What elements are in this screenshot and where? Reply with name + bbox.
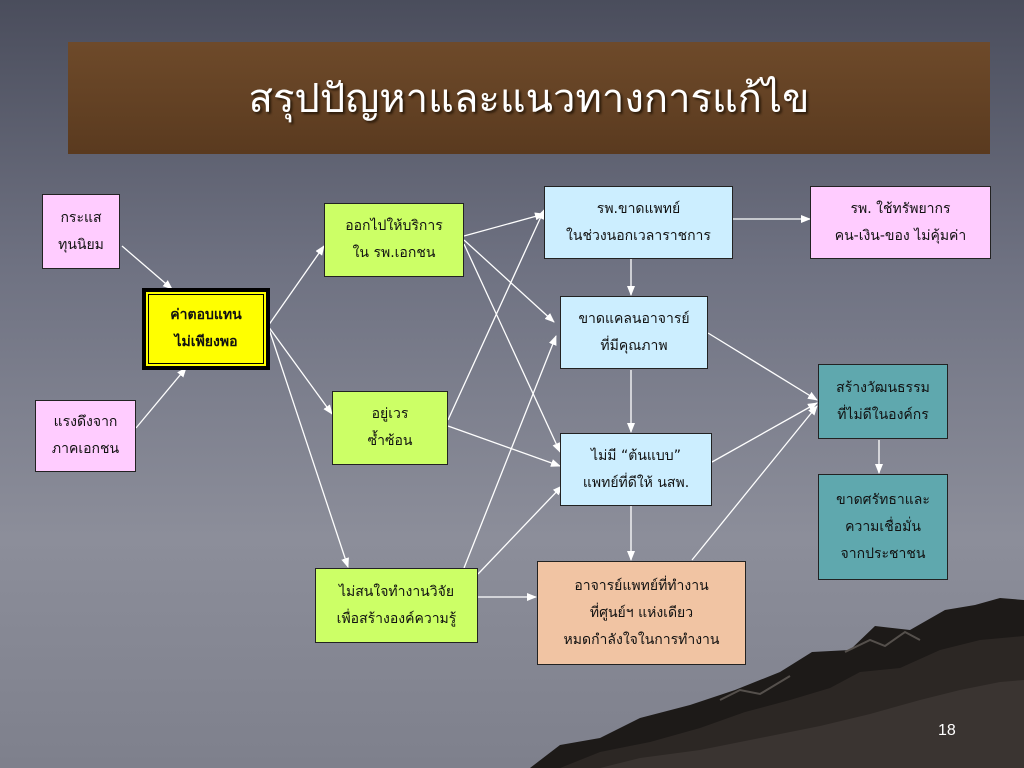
page-title: สรุปปัญหาและแนวทางการแก้ไข (248, 76, 810, 122)
low-pay-box: ค่าตอบแทน ไม่เพียงพอ (142, 288, 270, 370)
private-service-box: ออกไปให้บริการ ใน รพ.เอกชน (324, 203, 464, 277)
title-bar: สรุปปัญหาและแนวทางการแก้ไข (68, 42, 990, 154)
lost-trust-box: ขาดศรัทธาและ ความเชื่อมั่น จากประชาชน (818, 474, 948, 580)
slide-number: 18 (938, 722, 956, 739)
demotivated-faculty-box: อาจารย์แพทย์ที่ทำงาน ที่ศูนย์ฯ แห่งเดียว… (537, 561, 746, 665)
no-role-model-box: ไม่มี “ต้นแบบ” แพทย์ที่ดีให้ นสพ. (560, 433, 712, 506)
private-pull-box: แรงดึงจาก ภาคเอกชน (35, 400, 136, 472)
duplicate-shifts-box: อยู่เวร ซ้ำซ้อน (332, 391, 448, 465)
bad-culture-box: สร้างวัฒนธรรม ที่ไม่ดีในองค์กร (818, 364, 948, 439)
doctor-shortage-box: รพ.ขาดแพทย์ ในช่วงนอกเวลาราชการ (544, 186, 733, 259)
no-research-box: ไม่สนใจทำงานวิจัย เพื่อสร้างองค์ความรู้ (315, 568, 478, 643)
teacher-shortage-box: ขาดแคลนอาจารย์ ที่มีคุณภาพ (560, 296, 708, 369)
resource-waste-box: รพ. ใช้ทรัพยากร คน-เงิน-ของ ไม่คุ้มค่า (810, 186, 991, 259)
capitalism-box: กระแส ทุนนิยม (42, 194, 120, 269)
